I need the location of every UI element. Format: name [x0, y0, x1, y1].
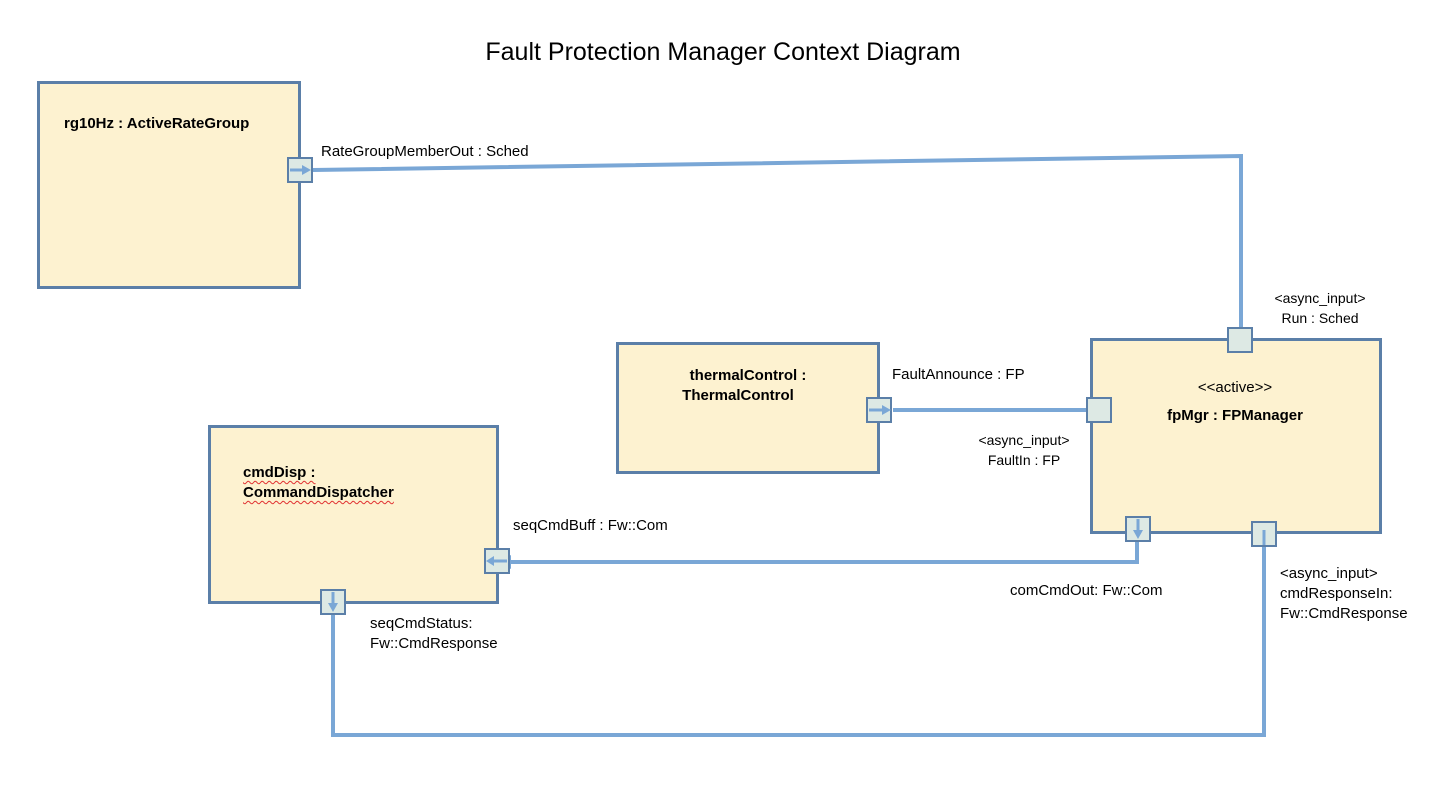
label-cmd-response-in-line2: Fw::CmdResponse — [1280, 605, 1408, 622]
label-seq-cmd-status-line2: Fw::CmdResponse — [370, 635, 498, 652]
port-com-cmd-out-arrow-icon — [1133, 519, 1143, 539]
component-thermal-control[interactable] — [616, 342, 880, 474]
label-fault-in-name: FaultIn : FP — [987, 452, 1061, 468]
component-cmd-dispatcher-label: cmdDisp : CommandDispatcher — [243, 463, 394, 503]
component-fp-manager-label: <<active>> fpMgr : FPManager — [1115, 378, 1355, 426]
label-seq-cmd-buff: seqCmdBuff : Fw::Com — [513, 517, 668, 534]
label-com-cmd-out: comCmdOut: Fw::Com — [1010, 582, 1163, 599]
component-cmd-dispatcher[interactable] — [208, 425, 499, 604]
fp-manager-stereotype: <<active>> — [1197, 379, 1273, 396]
port-seq-cmd-buff-arrow-icon — [486, 556, 507, 566]
cmd-dispatcher-line1: cmdDisp : — [243, 464, 316, 481]
thermal-control-line1: thermalControl : — [689, 367, 807, 384]
label-seq-cmd-status: seqCmdStatus: Fw::CmdResponse — [370, 614, 498, 654]
label-cmd-response-in-line1: cmdResponseIn: — [1280, 585, 1393, 602]
component-fp-manager[interactable] — [1090, 338, 1382, 534]
wire-rategroup-to-run — [312, 153, 1243, 340]
label-cmd-response-in-stereotype: <async_input> — [1280, 565, 1378, 582]
component-rg10hz-label: rg10Hz : ActiveRateGroup — [64, 115, 250, 132]
port-rate-group-member-out[interactable] — [287, 157, 313, 183]
label-run: <async_input> Run : Sched — [1262, 288, 1378, 328]
label-fault-announce: FaultAnnounce : FP — [892, 366, 1025, 383]
component-thermal-control-label: thermalControl : ThermalControl — [616, 366, 880, 406]
label-rate-group-member-out: RateGroupMemberOut : Sched — [321, 143, 529, 160]
port-fault-in[interactable] — [1086, 397, 1112, 423]
label-fault-in-stereotype: <async_input> — [978, 432, 1070, 448]
label-fault-in: <async_input> FaultIn : FP — [964, 430, 1084, 470]
label-seq-cmd-status-line1: seqCmdStatus: — [370, 615, 473, 632]
wire-seqcmdstatus-to-cmdresponsein — [331, 544, 1266, 737]
port-seq-cmd-status-arrow-icon — [328, 592, 338, 612]
port-fault-announce-arrow-icon — [869, 405, 891, 415]
label-run-name: Run : Sched — [1281, 310, 1359, 326]
port-rate-group-arrow-icon — [290, 165, 311, 175]
label-cmd-response-in: <async_input> cmdResponseIn: Fw::CmdResp… — [1280, 564, 1408, 624]
fp-manager-name: fpMgr : FPManager — [1167, 407, 1303, 424]
cmd-dispatcher-line2: CommandDispatcher — [243, 484, 394, 501]
diagram-title: Fault Protection Manager Context Diagram — [485, 38, 961, 66]
port-run[interactable] — [1227, 327, 1253, 353]
wire-comcmdout-to-seqcmdbuff — [510, 542, 1139, 564]
component-rg10hz[interactable] — [37, 81, 301, 289]
thermal-control-line2: ThermalControl — [682, 387, 794, 404]
label-run-stereotype: <async_input> — [1274, 290, 1366, 306]
